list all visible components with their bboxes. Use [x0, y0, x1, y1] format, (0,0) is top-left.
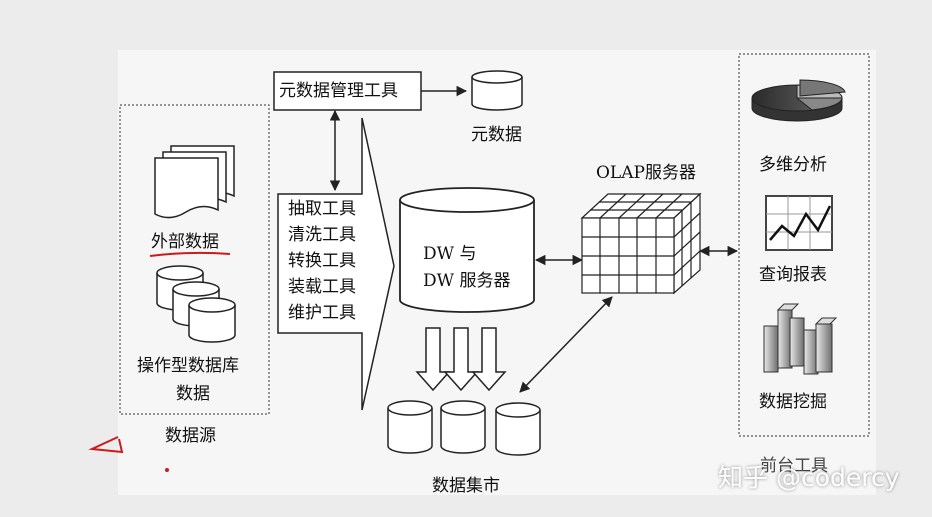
data-source-label: 数据源 [165, 426, 216, 446]
data-source-group [119, 104, 270, 415]
metadata-tool-label: 元数据管理工具 [279, 81, 398, 101]
database-stack-icon [156, 265, 236, 343]
data-mining-icon [763, 303, 838, 375]
dw-cylinder-icon [399, 187, 535, 313]
metadata-label: 元数据 [471, 125, 522, 145]
operational-db-label-2: 数据 [176, 384, 210, 404]
front-tools-caption: 前台工具 [760, 456, 828, 476]
external-data-label: 外部数据 [151, 232, 219, 252]
red-dot [165, 468, 169, 472]
metadata-tool-box [273, 71, 422, 111]
olap-server-label: OLAP服务器 [596, 163, 696, 183]
etl-label-load: 装载工具 [288, 277, 356, 297]
etl-label-extract: 抽取工具 [288, 199, 356, 219]
data-mining-label: 数据挖掘 [759, 392, 827, 412]
data-mart-label: 数据集市 [432, 476, 500, 496]
olap-cube-icon [580, 192, 702, 295]
dw-label-1: DW 与 [423, 244, 477, 264]
down-arrows [415, 327, 507, 392]
etl-label-maintain: 维护工具 [288, 303, 356, 323]
data-mart-cylinders-icon [387, 400, 541, 456]
report-chart-icon [765, 195, 833, 251]
etl-label-clean: 清洗工具 [288, 225, 356, 245]
underline-annotation [149, 251, 231, 257]
document-stack-icon [154, 145, 235, 219]
front-tools-group [738, 53, 870, 437]
operational-db-label-1: 操作型数据库 [137, 356, 239, 376]
query-report-label: 查询报表 [759, 265, 827, 285]
pie-chart-icon [751, 79, 846, 122]
watermark: 知乎 @codercy [718, 463, 900, 492]
etl-arrow [277, 117, 395, 411]
multidim-analysis-label: 多维分析 [759, 155, 827, 175]
etl-label-transform: 转换工具 [288, 251, 356, 271]
dw-label-2: DW 服务器 [423, 271, 511, 291]
handwritten-mark [88, 436, 124, 454]
metadata-cylinder-icon [471, 70, 523, 111]
